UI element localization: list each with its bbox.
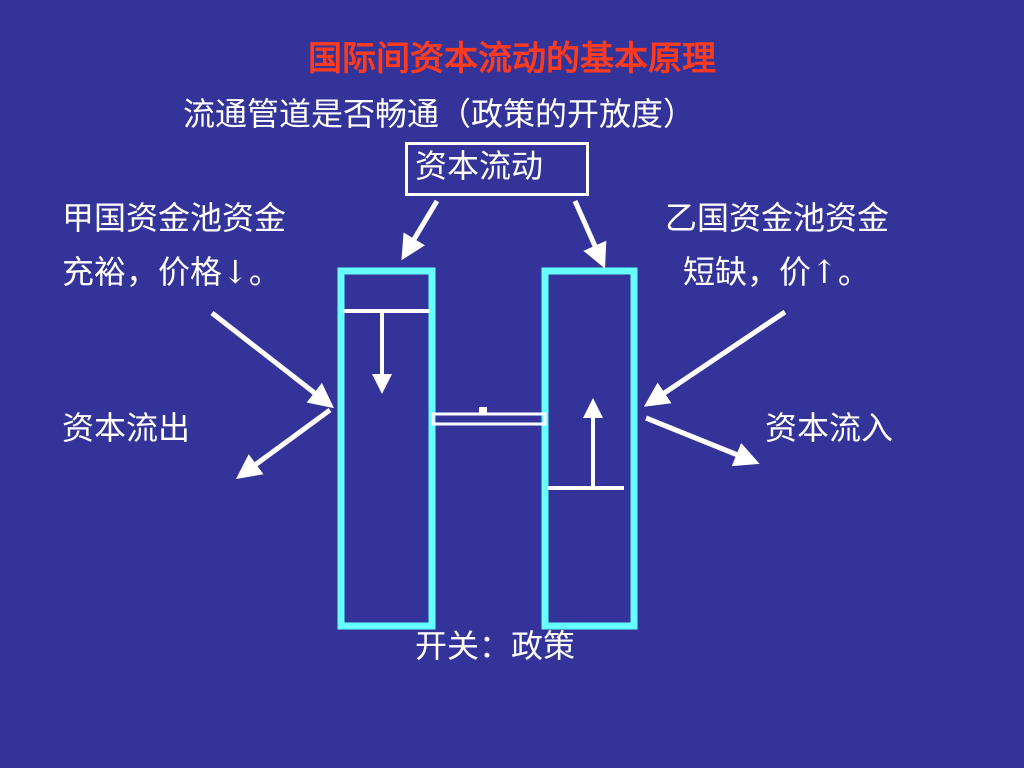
capital-flow-label: 资本流动 [415,147,544,185]
capital-inflow-label: 资本流入 [765,409,894,447]
connecting-pipe [431,412,547,426]
pipe-switch-valve [479,407,487,415]
country-a-description-line2: 充裕，价格↓。 [62,253,281,291]
capital-flow-box [405,142,589,196]
capital-outflow-label: 资本流出 [62,409,191,447]
slide-title: 国际间资本流动的基本原理 [308,39,716,79]
country-b-description-line2: 短缺，价↑。 [683,253,870,291]
flow-arrow-to-tank-b [572,199,607,269]
tank-country-a [337,267,436,630]
switch-policy-label: 开关：政策 [415,627,576,665]
arrow-b-text-to-tank [643,309,787,407]
arrow-outflow [235,407,332,479]
country-a-description-line1: 甲国资金池资金 [62,199,287,237]
tank-country-b [541,267,638,630]
flow-arrow-to-tank-a [401,199,440,261]
arrow-inflow [645,415,760,467]
pipeline-openness-text: 流通管道是否畅通（政策的开放度） [183,95,696,133]
country-b-description-line1: 乙国资金池资金 [665,199,890,237]
arrow-a-text-to-tank [210,311,334,409]
